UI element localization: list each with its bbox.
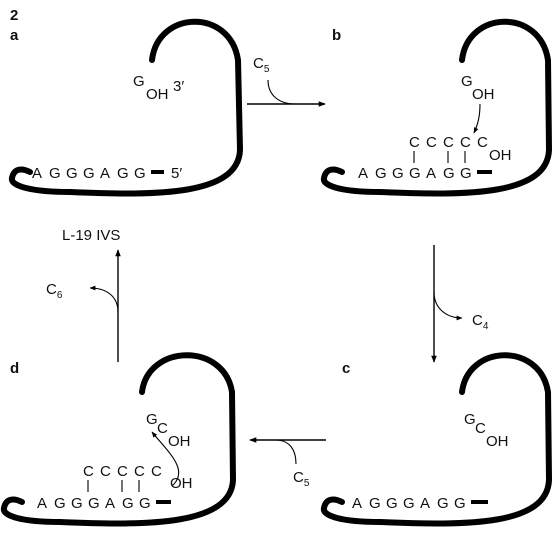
oh-group-d: OH — [168, 433, 191, 450]
c-base: C — [100, 463, 111, 480]
base: A — [105, 495, 115, 512]
base: G — [88, 495, 100, 512]
five-prime-label: 5′ — [171, 165, 182, 182]
base: G — [49, 165, 61, 182]
base: G — [139, 495, 151, 512]
sequence-b: A G G G A G G — [358, 165, 472, 182]
base: G — [122, 495, 134, 512]
reagent-label: C5 — [253, 55, 270, 75]
oligo-c-row-b: C C C C C OH — [409, 134, 512, 164]
base: G — [454, 495, 466, 512]
base: G — [443, 165, 455, 182]
panel-a: a G OH 3′ A G G G A G G 5′ L-19 IVS — [9, 18, 243, 244]
base: G — [392, 165, 404, 182]
step-d-to-a: C6 — [46, 249, 121, 362]
panel-label-c: c — [342, 360, 350, 377]
c-base: C — [443, 134, 454, 151]
step-b-to-c: C4 — [431, 245, 489, 363]
panel-label-d: d — [10, 360, 19, 377]
oh-group-a: OH — [146, 86, 169, 103]
rna-strand-a — [9, 18, 243, 197]
figure-number: 2 — [10, 7, 18, 24]
product-curve-arrow — [89, 285, 119, 313]
c-base: C — [117, 463, 128, 480]
base: A — [420, 495, 430, 512]
base-pair-bonds-d — [87, 480, 140, 492]
c-base: C — [426, 134, 437, 151]
base: G — [134, 165, 146, 182]
base: G — [117, 165, 129, 182]
base: A — [352, 495, 362, 512]
base: A — [358, 165, 368, 182]
g-nucleotide-c: G — [464, 411, 476, 428]
base: G — [375, 165, 387, 182]
panel-c: c G C OH A G G G A G G — [320, 352, 552, 527]
product-label: C4 — [472, 312, 489, 332]
sequence-a: A G G G A G G — [32, 165, 146, 182]
step-c-to-d: C5 — [249, 437, 326, 489]
panel-d: d G C OH C C C C C OH A G G G A G G — [0, 352, 236, 527]
c-base: C — [134, 463, 145, 480]
sequence-c: A G G G A G G — [352, 495, 466, 512]
base: G — [369, 495, 381, 512]
ribozyme-name: L-19 IVS — [62, 227, 120, 244]
rna-strand-d — [0, 352, 236, 527]
base: A — [32, 165, 42, 182]
rna-strand-c — [320, 352, 552, 527]
reagent-label: C5 — [293, 469, 310, 489]
c-base: C — [83, 463, 94, 480]
step-a-to-b: C5 — [247, 55, 326, 107]
base: A — [37, 495, 47, 512]
base: A — [100, 165, 110, 182]
panel-label-a: a — [10, 27, 19, 44]
c-nucleotide-c: C — [475, 420, 486, 437]
c-nucleotide-d: C — [157, 420, 168, 437]
base: G — [460, 165, 472, 182]
panel-b: b G OH C C C C C OH A G G G A G G — [320, 18, 552, 197]
g-nucleotide-b: G — [461, 73, 473, 90]
base: G — [54, 495, 66, 512]
oh-group-b-oligo: OH — [489, 147, 512, 164]
g-nucleotide-a: G — [133, 73, 145, 90]
g-nucleotide-d: G — [146, 411, 158, 428]
base: G — [403, 495, 415, 512]
reagent-curve-arrow — [267, 79, 296, 105]
oh-group-c: OH — [486, 433, 509, 450]
rna-strand-b — [320, 18, 552, 197]
base: G — [386, 495, 398, 512]
base: G — [409, 165, 421, 182]
c-base: C — [409, 134, 420, 151]
panel-label-b: b — [332, 27, 341, 44]
c-base: C — [477, 134, 488, 151]
oh-group-d-oligo: OH — [170, 475, 193, 492]
product-curve-arrow — [433, 291, 463, 321]
base: G — [66, 165, 78, 182]
base: G — [71, 495, 83, 512]
c-base: C — [151, 463, 162, 480]
base: A — [426, 165, 436, 182]
oligo-c-row-d: C C C C C OH — [83, 463, 193, 492]
three-prime-label: 3′ — [173, 78, 184, 95]
sequence-d: A G G G A G G — [37, 495, 151, 512]
oh-group-b: OH — [472, 86, 495, 103]
product-label: C6 — [46, 281, 63, 301]
base: G — [83, 165, 95, 182]
base-pair-bonds-b — [413, 151, 466, 163]
c-base: C — [460, 134, 471, 151]
attack-arrow-b — [473, 103, 481, 134]
attack-arrow-d — [151, 431, 180, 487]
reagent-curve-arrow — [274, 439, 297, 465]
base: G — [437, 495, 449, 512]
